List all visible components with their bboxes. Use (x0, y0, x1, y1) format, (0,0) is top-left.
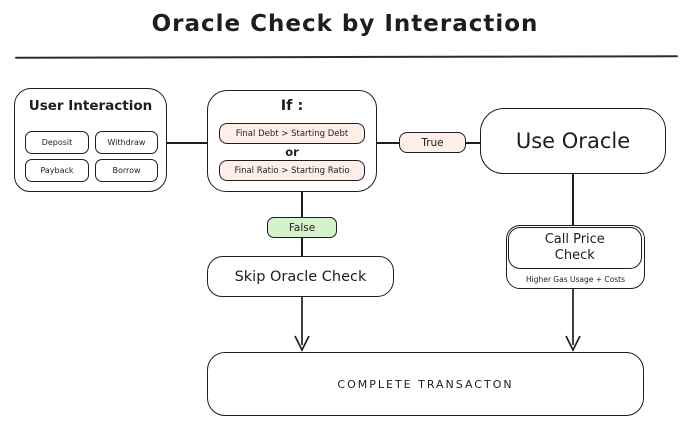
if-title: If : (280, 98, 304, 114)
node-skip-oracle-check: Skip Oracle Check (207, 256, 394, 297)
user-interaction-title: User Interaction (28, 98, 153, 114)
true-label: True (399, 132, 466, 153)
connector-oracle-to-callprice (572, 174, 574, 226)
false-label: False (267, 217, 337, 238)
connector-user-to-if (167, 142, 207, 144)
arrow-down-icon (294, 297, 310, 352)
node-if-condition: If : Final Debt > Starting Debt or Final… (207, 90, 377, 192)
connector-true-to-oracle (465, 142, 481, 144)
node-call-price-check: Call Price Check Higher Gas Usage + Cost… (506, 225, 645, 289)
node-user-interaction: User Interaction Deposit Withdraw Paybac… (14, 88, 167, 192)
title-divider (14, 55, 679, 59)
connector-if-to-true (377, 142, 400, 144)
arrow-down-icon (565, 289, 581, 352)
deposit-button: Deposit (25, 131, 89, 154)
condition-final-ratio: Final Ratio > Starting Ratio (219, 160, 365, 181)
call-price-check-subtitle: Higher Gas Usage + Costs (525, 275, 626, 284)
call-price-check-title: Call Price Check (507, 226, 642, 269)
page-title: Oracle Check by Interaction (151, 11, 539, 37)
node-use-oracle: Use Oracle (480, 108, 666, 174)
or-label: or (285, 145, 299, 159)
node-complete-transaction: COMPLETE TRANSACTON (207, 352, 644, 416)
condition-final-debt: Final Debt > Starting Debt (219, 123, 365, 144)
payback-button: Payback (25, 159, 89, 182)
borrow-button: Borrow (95, 159, 158, 182)
withdraw-button: Withdraw (95, 131, 158, 154)
